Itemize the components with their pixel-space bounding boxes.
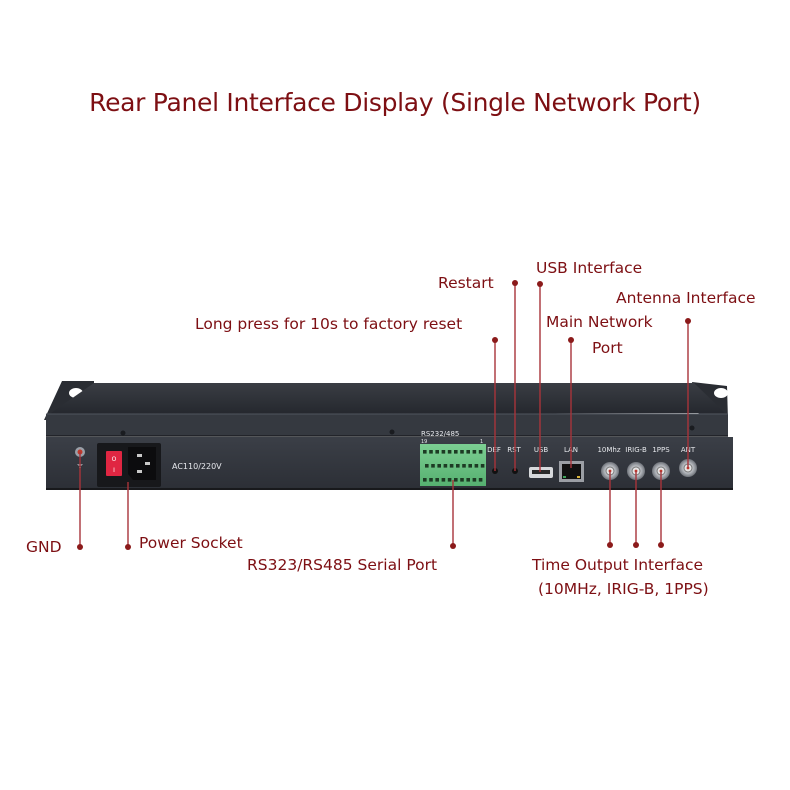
callout-antenna-interface: Antenna Interface <box>616 289 756 307</box>
terminal-slot <box>472 478 477 482</box>
terminal-slot <box>441 450 446 454</box>
terminal-slot <box>435 450 439 454</box>
svg-text:USB: USB <box>534 446 549 454</box>
callout-main-network-line2: Port <box>592 339 623 357</box>
callout-leaders <box>77 280 691 550</box>
terminal-slot <box>423 450 427 454</box>
callout-time-output-line1: Time Output Interface <box>532 556 704 574</box>
terminal-slot <box>447 450 452 454</box>
terminal-slot <box>466 450 470 454</box>
terminal-slot <box>480 464 485 468</box>
callout-main-network-line1: Main Network <box>546 313 653 331</box>
terminal-slot <box>466 478 470 482</box>
usb-port[interactable] <box>529 467 553 478</box>
svg-text:10Mhz: 10Mhz <box>597 446 620 454</box>
screw-icon <box>120 430 126 436</box>
chassis-lip <box>46 414 728 436</box>
terminal-slot <box>478 478 483 482</box>
svg-text:IRIG-B: IRIG-B <box>625 446 647 454</box>
iec-inlet-icon <box>128 447 156 480</box>
chassis-top <box>48 383 725 415</box>
terminal-slot <box>454 478 458 482</box>
serial-header-label: RS232/485 <box>421 430 459 438</box>
power-socket[interactable]: O I <box>97 443 161 487</box>
terminal-slot <box>478 450 483 454</box>
terminal-slot <box>447 478 452 482</box>
terminal-slot <box>429 450 433 454</box>
callout-factory-reset: Long press for 10s to factory reset <box>195 315 463 333</box>
terminal-slot <box>425 464 429 468</box>
callout-time-output-line2: (10MHz, IRIG-B, 1PPS) <box>538 580 709 598</box>
svg-text:1PPS: 1PPS <box>652 446 670 454</box>
mount-hole-icon <box>714 388 728 398</box>
svg-text:DEF: DEF <box>487 446 501 454</box>
terminal-slot <box>456 464 460 468</box>
terminal-slot <box>441 478 446 482</box>
terminal-slot <box>443 464 448 468</box>
terminal-slot <box>431 464 435 468</box>
screw-icon <box>689 425 695 431</box>
serial-terminal-block[interactable] <box>420 444 486 486</box>
callout-power-socket: Power Socket <box>139 534 243 552</box>
callout-serial-port: RS323/RS485 Serial Port <box>247 556 438 574</box>
lan-port[interactable] <box>559 461 584 482</box>
terminal-slot <box>423 478 427 482</box>
terminal-slot <box>437 464 441 468</box>
svg-text:1: 1 <box>480 439 483 445</box>
terminal-slot <box>474 464 479 468</box>
power-switch[interactable] <box>106 451 122 476</box>
terminal-slot <box>462 464 466 468</box>
screw-icon <box>389 429 395 435</box>
svg-text:O: O <box>112 456 117 463</box>
callout-usb-interface: USB Interface <box>536 259 643 277</box>
terminal-slot <box>429 478 433 482</box>
svg-text:I: I <box>113 467 115 474</box>
callout-gnd: GND <box>26 538 62 556</box>
callout-restart: Restart <box>438 274 494 292</box>
terminal-slot <box>449 464 454 468</box>
terminal-slot <box>460 478 464 482</box>
terminal-slot <box>454 450 458 454</box>
terminal-slot <box>460 450 464 454</box>
page-title: Rear Panel Interface Display (Single Net… <box>89 88 701 117</box>
terminal-slot <box>435 478 439 482</box>
terminal-slot <box>468 464 472 468</box>
power-rating-label: AC110/220V <box>172 462 222 471</box>
terminal-slot <box>472 450 477 454</box>
svg-text:19: 19 <box>421 439 427 445</box>
